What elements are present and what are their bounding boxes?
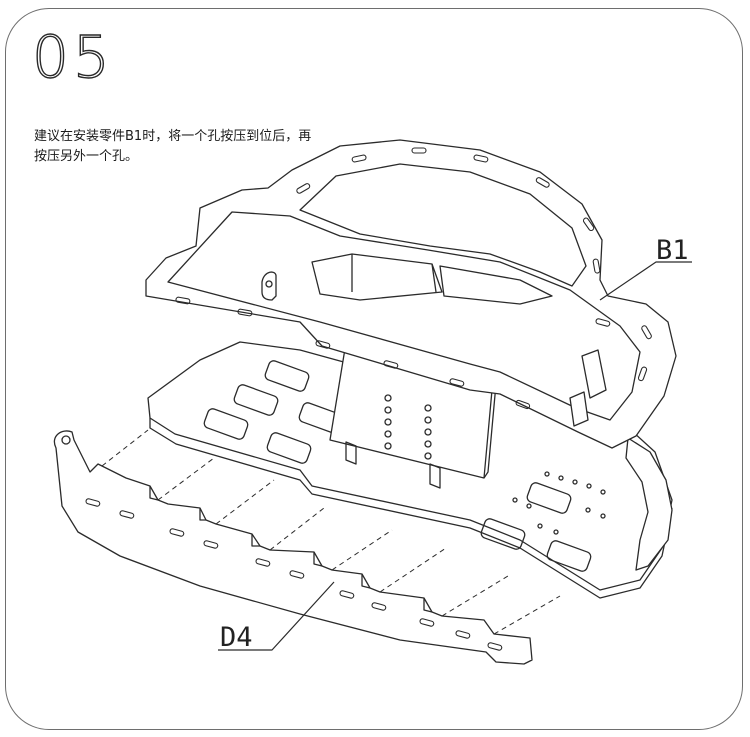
part-d4-panel bbox=[53, 429, 561, 665]
page-frame bbox=[5, 8, 743, 730]
label-b1-text: B1 bbox=[656, 235, 689, 266]
label-b1: B1 bbox=[599, 235, 692, 301]
label-d4-text: D4 bbox=[220, 622, 253, 653]
label-d4: D4 bbox=[218, 581, 335, 653]
part-b1-frame bbox=[145, 139, 677, 449]
instruction-note: 建议在安装零件B1时，将一个孔按压到位后，再按压另外一个孔。 bbox=[34, 129, 312, 164]
step-number: 05 bbox=[31, 23, 114, 91]
